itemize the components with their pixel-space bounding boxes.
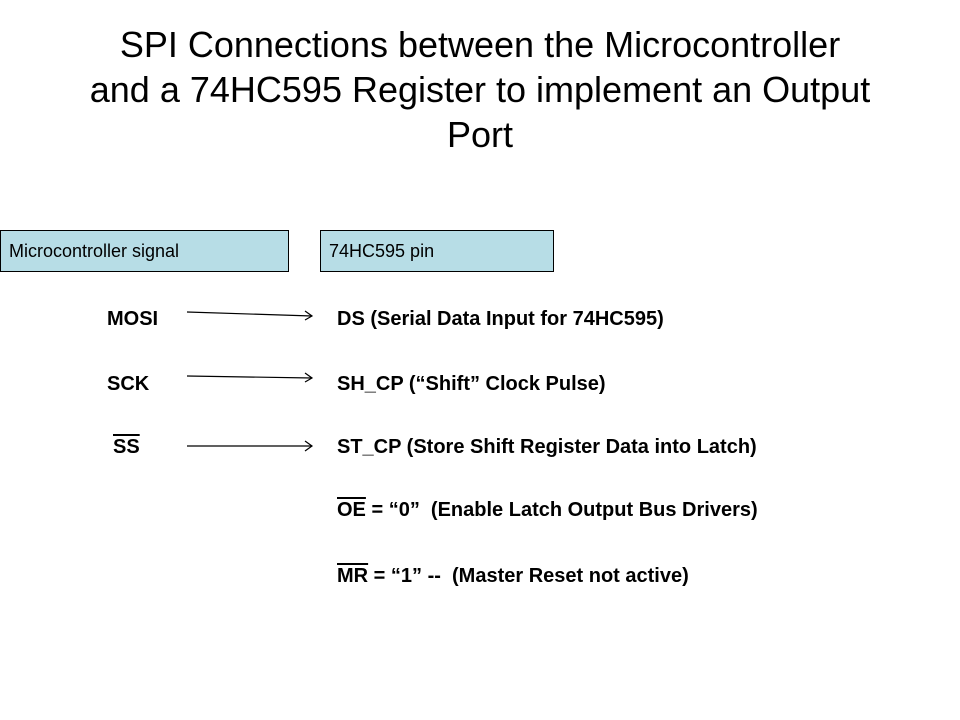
arrow-sck-to-sh-cp <box>186 372 314 383</box>
pin-name-mr: MR <box>337 565 369 587</box>
signal-ss: SS <box>113 435 140 459</box>
pin-description-st-cp: (Store Shift Register Data into Latch) <box>401 436 757 458</box>
pin-description-ds: (Serial Data Input for 74HC595) <box>364 308 664 330</box>
arrow-mosi-to-ds <box>186 310 314 321</box>
pin-row-oe: OE = “0” (Enable Latch Output Bus Driver… <box>337 498 758 522</box>
pin-row-st-cp: ST_CP (Store Shift Register Data into La… <box>337 435 757 459</box>
pin-name-ds: DS <box>337 308 365 330</box>
pin-description-sh-cp: (“Shift” Clock Pulse) <box>403 373 606 395</box>
signal-mosi: MOSI <box>107 308 159 330</box>
signal-sck: SCK <box>107 373 150 395</box>
title-line-3: Port <box>446 114 514 155</box>
title-line-1: SPI Connections between the Microcontrol… <box>119 24 841 65</box>
slide-title: SPI Connections between the Microcontrol… <box>40 22 920 157</box>
pin-row-sh-cp: SH_CP (“Shift” Clock Pulse) <box>337 372 606 396</box>
pin-name-oe: OE <box>337 499 366 521</box>
pin-name-sh-cp: SH_CP <box>337 373 404 395</box>
signal-ss-text: SS <box>113 436 140 458</box>
pin-header: 74HC595 pin <box>320 230 554 272</box>
pin-row-ds: DS (Serial Data Input for 74HC595) <box>337 307 664 331</box>
pin-row-mr: MR = “1” -- (Master Reset not active) <box>337 564 689 588</box>
pin-description-oe: = “0” (Enable Latch Output Bus Drivers) <box>365 499 758 521</box>
arrow-ss-to-st-cp <box>187 440 314 452</box>
title-line-2: and a 74HC595 Register to implement an O… <box>89 69 871 110</box>
pin-description-mr: = “1” -- (Master Reset not active) <box>368 565 689 587</box>
microcontroller-signal-header: Microcontroller signal <box>0 230 289 272</box>
pin-name-st-cp: ST_CP <box>337 436 402 458</box>
